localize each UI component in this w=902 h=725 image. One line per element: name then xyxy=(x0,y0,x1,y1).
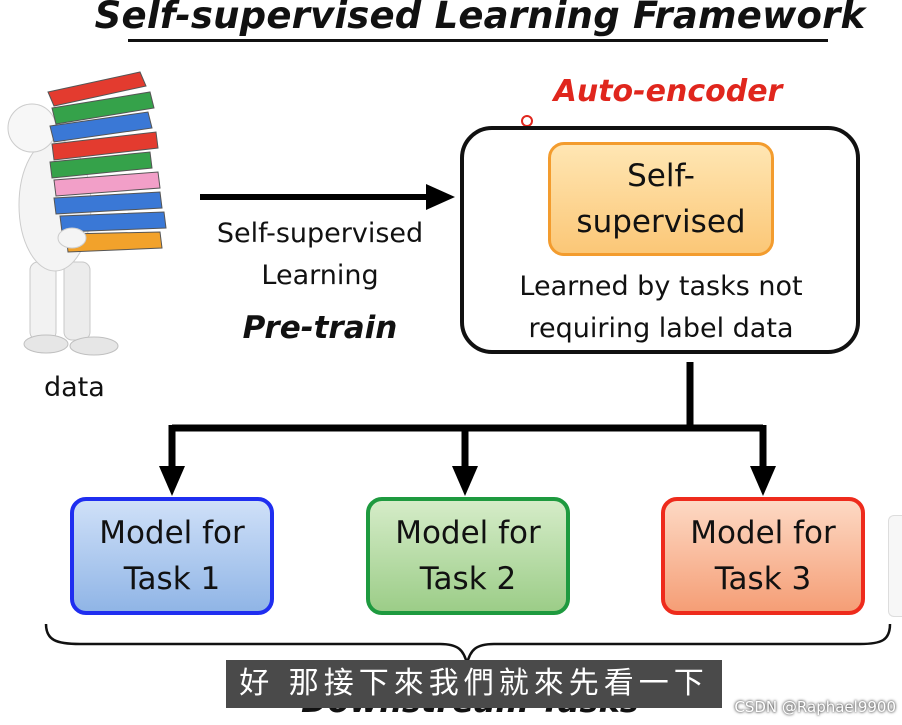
task-1-model-box: Model for Task 1 xyxy=(70,497,274,615)
data-label: data xyxy=(44,372,105,403)
person-carrying-binders-icon xyxy=(7,71,167,356)
auto-encoder-label: Auto-encoder xyxy=(553,74,783,109)
side-panel-edge xyxy=(888,515,902,617)
task-3-model-box: Model for Task 3 xyxy=(661,497,865,615)
video-subtitle: 好 那接下來我們就來先看一下 xyxy=(226,660,722,708)
pretrain-label: Pre-train xyxy=(242,310,398,346)
task-2-model-box: Model for Task 2 xyxy=(366,497,570,615)
arrow-label-line2: Learning xyxy=(261,260,379,291)
watermark: CSDN @Raphael9900 xyxy=(734,698,896,716)
learned-note: Learned by tasks not requiring label dat… xyxy=(519,271,803,344)
diagram-title: Self-supervised Learning Framework xyxy=(94,0,866,37)
self-supervised-box: Self- supervised xyxy=(548,142,774,256)
arrow-label-line1: Self-supervised xyxy=(216,218,424,249)
title-underline xyxy=(128,39,828,42)
